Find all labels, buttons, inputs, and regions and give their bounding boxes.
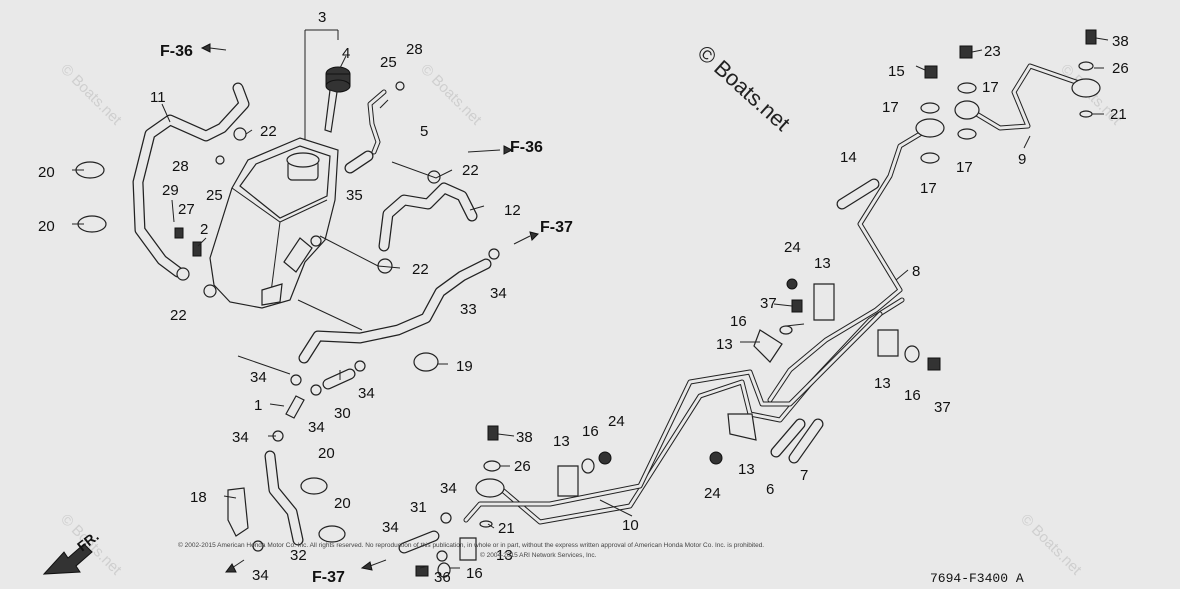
callout-13: 13 [814,255,831,272]
callout-37: 37 [934,399,951,416]
ref-f36-mid: F-36 [510,139,543,156]
ref-f36-top: F-36 [160,43,193,60]
callout-27: 27 [178,201,195,218]
callout-35: 35 [346,187,363,204]
reference-labels: F-36 F-36 F-37 F-37 [160,43,573,586]
fuel-cap [324,66,351,133]
direction-arrows [200,43,539,573]
callout-19: 19 [456,358,473,375]
callout-16: 16 [904,387,921,404]
ref-f37-bottom: F-37 [312,569,345,586]
callout-13: 13 [716,336,733,353]
callout-36: 36 [434,569,451,586]
part-callouts: 3 4 28 25 5 11 22 28 25 20 20 29 27 2 22… [38,9,1129,586]
boats-net-watermark: © Boats.net [693,40,795,136]
callout-22: 22 [170,307,187,324]
callout-37: 37 [760,295,777,312]
faint-watermark: © Boats.net [57,61,125,129]
callout-16: 16 [582,423,599,440]
callout-20: 20 [334,495,351,512]
callout-30: 30 [334,405,351,422]
pipes [367,63,1079,525]
callout-28: 28 [172,158,189,175]
callout-17: 17 [882,99,899,116]
callout-38: 38 [516,429,533,446]
callout-29: 29 [162,182,179,199]
callout-34: 34 [250,369,267,386]
faint-watermark: © Boats.net [417,61,485,129]
callout-11: 11 [150,89,166,106]
callout-25: 25 [206,187,223,204]
callout-18: 18 [190,489,207,506]
callout-1: 1 [254,397,262,414]
callout-15: 15 [888,63,905,80]
callout-10: 10 [622,517,639,534]
hoses [132,82,880,554]
clips-and-fittings [75,29,1101,578]
callout-34: 34 [252,567,269,584]
callout-17: 17 [982,79,999,96]
callout-38: 38 [1112,33,1129,50]
faint-watermark: © Boats.net [1017,511,1085,579]
callout-24: 24 [608,413,625,430]
callout-17: 17 [956,159,973,176]
leader-lines [72,29,1109,569]
callout-24: 24 [784,239,801,256]
callout-22: 22 [462,162,479,179]
callout-20: 20 [318,445,335,462]
callout-28: 28 [406,41,423,58]
callout-4: 4 [342,45,350,62]
callout-33: 33 [460,301,477,318]
callout-2: 2 [200,221,208,238]
callout-34: 34 [490,285,507,302]
callout-13: 13 [874,375,891,392]
callout-16: 16 [466,565,483,582]
ref-f37-mid: F-37 [540,219,573,236]
callout-5: 5 [420,123,428,140]
copyright-line-2: © 2004-2015 ARI Network Services, Inc. [480,551,597,559]
callout-34: 34 [308,419,325,436]
callout-21: 21 [1110,106,1127,123]
callout-20: 20 [38,164,55,181]
copyright-line-1: © 2002-2015 American Honda Motor Co. Inc… [178,541,764,549]
callout-31: 31 [410,499,427,516]
callout-12: 12 [504,202,521,219]
callout-22: 22 [260,123,277,140]
callout-8: 8 [912,263,920,280]
callout-22: 22 [412,261,429,278]
callout-34: 34 [232,429,249,446]
callout-13: 13 [496,547,513,564]
callout-9: 9 [1018,151,1026,168]
callout-14: 14 [840,149,857,166]
callout-26: 26 [514,458,531,475]
callout-6: 6 [766,481,774,498]
callout-25: 25 [380,54,397,71]
callout-20: 20 [38,218,55,235]
callout-3: 3 [318,9,326,26]
callout-17: 17 [920,180,937,197]
callout-13: 13 [553,433,570,450]
callout-23: 23 [984,43,1001,60]
callout-16: 16 [730,313,747,330]
callout-32: 32 [290,547,307,564]
callout-34: 34 [358,385,375,402]
callout-13: 13 [738,461,755,478]
callout-34: 34 [382,519,399,536]
callout-7: 7 [800,467,808,484]
callout-24: 24 [704,485,721,502]
callout-26: 26 [1112,60,1129,77]
drawing-code: 7694-F3400 A [930,571,1024,586]
fuel-tank [203,137,339,309]
callout-21: 21 [498,520,515,537]
callout-34: 34 [440,480,457,497]
